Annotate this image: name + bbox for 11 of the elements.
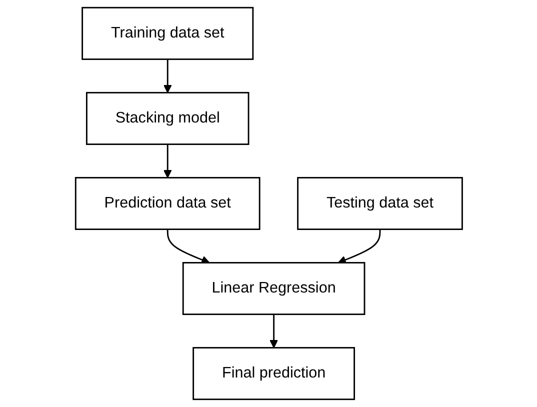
arrow — [163, 59, 172, 94]
arrow — [269, 314, 278, 348]
arrow — [163, 144, 172, 178]
node-box: Testing data set — [296, 176, 462, 230]
node-box: Prediction data set — [74, 176, 260, 230]
node-box: Final prediction — [192, 347, 355, 400]
node-box: Training data set — [81, 6, 254, 60]
node-box: Stacking model — [86, 92, 249, 145]
arrow — [337, 229, 380, 264]
node-box: Linear Regression — [182, 262, 365, 316]
arrow — [166, 229, 210, 264]
